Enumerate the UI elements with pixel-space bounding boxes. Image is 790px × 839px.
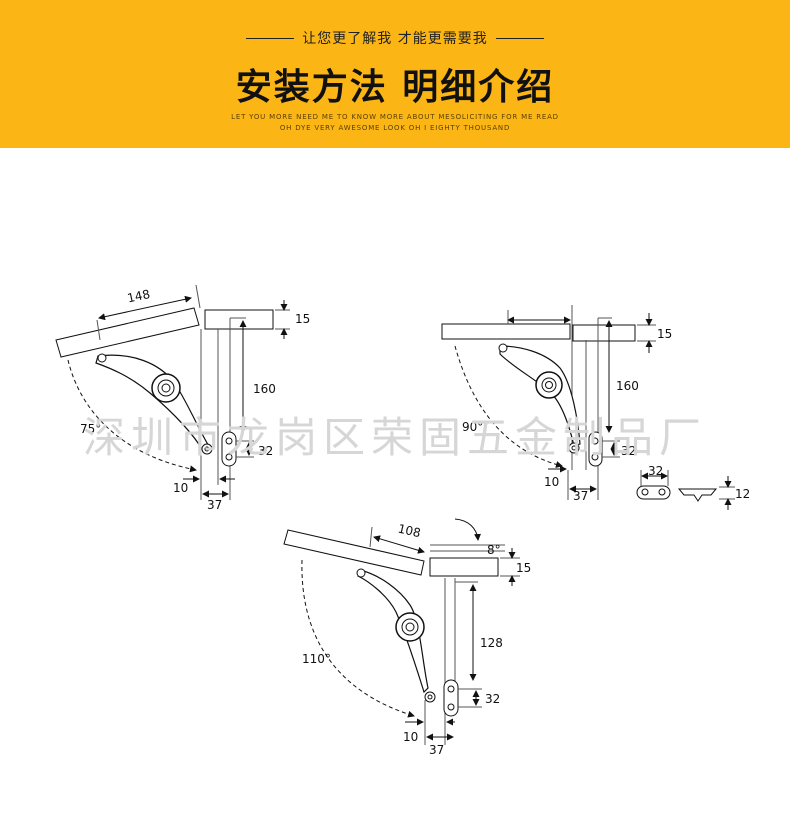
top-board [429, 557, 499, 577]
english-tagline-1: LET YOU MORE NEED ME TO KNOW MORE ABOUT … [231, 113, 559, 121]
subtitle-row: 让您更了解我 才能更需要我 [0, 28, 790, 48]
part-side-view [677, 488, 718, 502]
d90-base-label: 37 [573, 489, 588, 503]
d110-thickness-label: 15 [516, 561, 531, 575]
diagram-110-degree [283, 518, 520, 745]
d110-offset-label: 10 [403, 730, 418, 744]
base-plate [443, 679, 459, 717]
d90-height-label: 160 [616, 379, 639, 393]
lid-board [283, 529, 425, 576]
left-rule [246, 37, 295, 39]
d90-angle-label: 90° [462, 420, 483, 434]
d75-height-label: 160 [253, 382, 276, 396]
d75-base-label: 37 [207, 498, 222, 512]
subtitle: 让您更了解我 才能更需要我 [302, 31, 488, 47]
d75-thickness-label: 15 [295, 312, 310, 326]
diagram-75-degree [55, 284, 290, 500]
d90-thickness-label: 15 [657, 327, 672, 341]
header-banner: 让您更了解我 才能更需要我 安装方法 明细介绍 LET YOU MORE NEE… [0, 0, 790, 148]
d110-height-label: 128 [480, 636, 503, 650]
d90-part-dim-label: 32 [648, 464, 663, 478]
english-tagline-2: OH DYE VERY AWESOME LOOK OH I EIGHTY THO… [279, 124, 511, 132]
top-board [572, 324, 636, 342]
d110-base-label: 37 [429, 743, 444, 757]
d75-offset-label: 10 [173, 481, 188, 495]
page-title: 安装方法 明细介绍 [235, 67, 555, 108]
top-board [204, 309, 274, 330]
lid-board [55, 307, 200, 358]
d90-hole-label: 32 [621, 444, 636, 458]
d75-length-label: 148 [126, 287, 151, 305]
right-rule [495, 37, 544, 39]
hinge-arm [95, 354, 211, 453]
diagram-90-degree [441, 305, 735, 510]
d75-angle-label: 75° [80, 422, 101, 436]
lid-board [441, 323, 571, 340]
d75-hole-label: 32 [258, 444, 273, 458]
d110-hole-label: 32 [485, 692, 500, 706]
d110-length-label: 108 [397, 521, 422, 540]
base-plate [588, 431, 603, 467]
hinge-arm [499, 345, 581, 447]
d110-tilt-label: 8° [487, 543, 501, 557]
base-plate [221, 431, 237, 467]
d110-angle-label: 110° [302, 652, 331, 666]
d90-part-height-label: 12 [735, 487, 750, 501]
d90-offset-label: 10 [544, 475, 559, 489]
